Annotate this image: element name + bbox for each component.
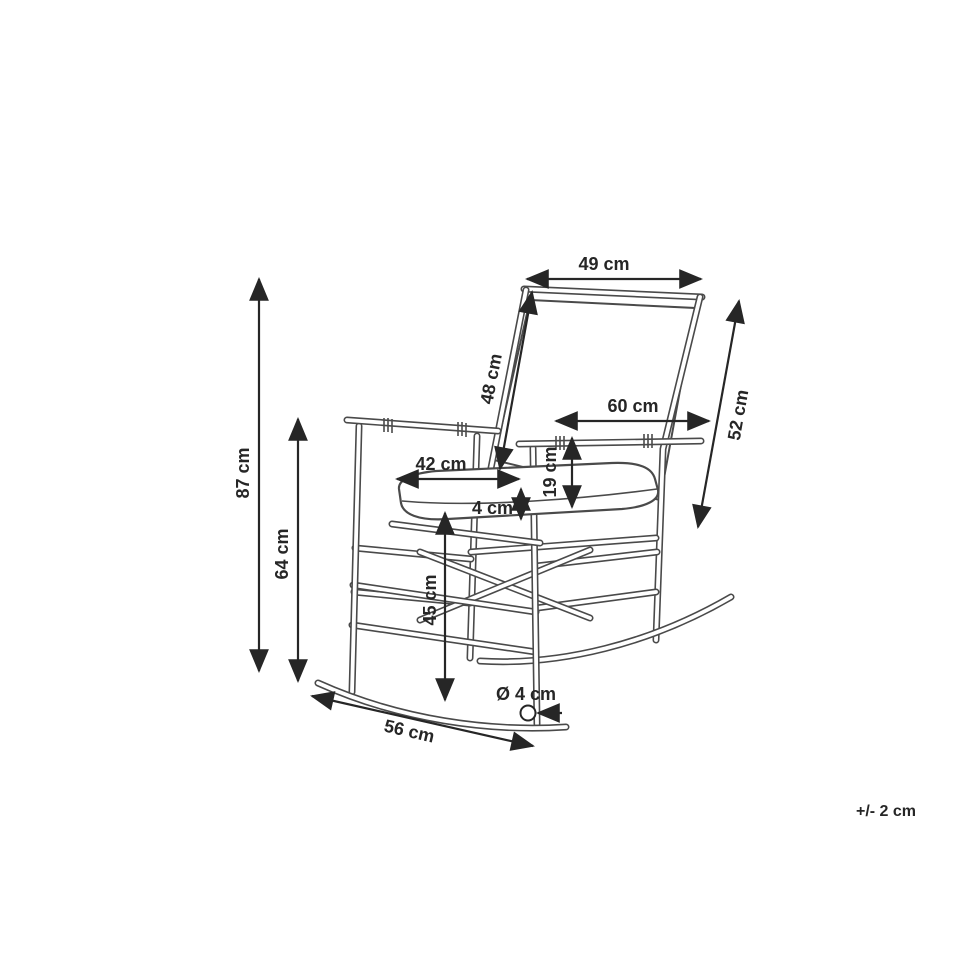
joint-wrap-right-rear — [643, 434, 653, 448]
dim-back-top-width-label: 49 cm — [578, 254, 629, 274]
dim-pole-diameter: Ø 4 cm — [496, 684, 562, 723]
dim-armrest-height: 64 cm — [272, 417, 308, 683]
dim-back-diagonal-label: 52 cm — [724, 388, 753, 442]
rocking-chair-drawing — [314, 285, 735, 732]
seat-cushion-seam — [401, 488, 658, 505]
dimensions: 49 cm 87 cm 64 cm 48 cm 52 cm 60 cm 42 c… — [233, 254, 916, 820]
dim-seat-width: 60 cm — [554, 396, 711, 431]
dim-armrest-height-label: 64 cm — [272, 528, 292, 579]
pole-cross-section — [519, 704, 537, 722]
dim-seat-depth-label: 42 cm — [415, 454, 466, 474]
dim-total-height: 87 cm — [233, 277, 269, 673]
dim-back-diagonal: 52 cm — [692, 299, 753, 529]
joint-wrap-left-front — [383, 418, 393, 433]
dim-total-height-label: 87 cm — [233, 447, 253, 498]
dim-back-diagonal-arrow — [692, 299, 745, 529]
dim-seat-width-label: 60 cm — [607, 396, 658, 416]
tolerance-note: +/- 2 cm — [856, 803, 916, 820]
dim-pole-diameter-label: Ø 4 cm — [496, 684, 556, 704]
dim-back-height-arrow — [494, 290, 538, 471]
joint-wrap-left-rear — [457, 422, 467, 437]
dim-seat-height-label: 45 cm — [420, 574, 440, 625]
dim-back-top-width: 49 cm — [525, 254, 703, 289]
dim-seat-depth: 42 cm — [395, 454, 521, 489]
dim-cushion-thickness-label: 4 cm — [472, 498, 513, 518]
dim-seat-to-armrest-label: 19 cm — [540, 446, 560, 497]
dim-base-length-arrow — [310, 691, 535, 751]
dim-cushion-thickness: 4 cm — [472, 487, 531, 521]
dim-seat-to-armrest: 19 cm — [540, 436, 582, 509]
dim-seat-height: 45 cm — [420, 511, 455, 702]
